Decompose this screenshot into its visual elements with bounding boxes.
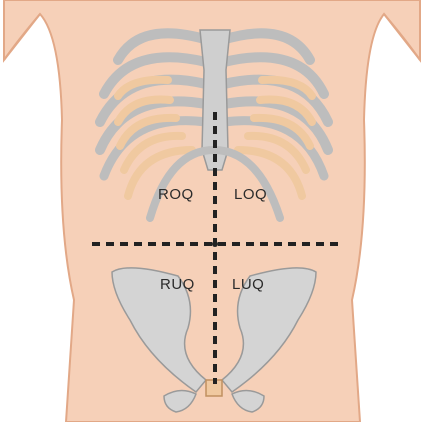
umbilicus — [212, 241, 218, 247]
quadrant-label-lower-left: RUQ — [160, 276, 195, 293]
quadrant-label-upper-left: ROQ — [158, 186, 194, 203]
quadrant-label-lower-right: LUQ — [232, 276, 264, 293]
quadrant-label-upper-right: LOQ — [234, 186, 267, 203]
